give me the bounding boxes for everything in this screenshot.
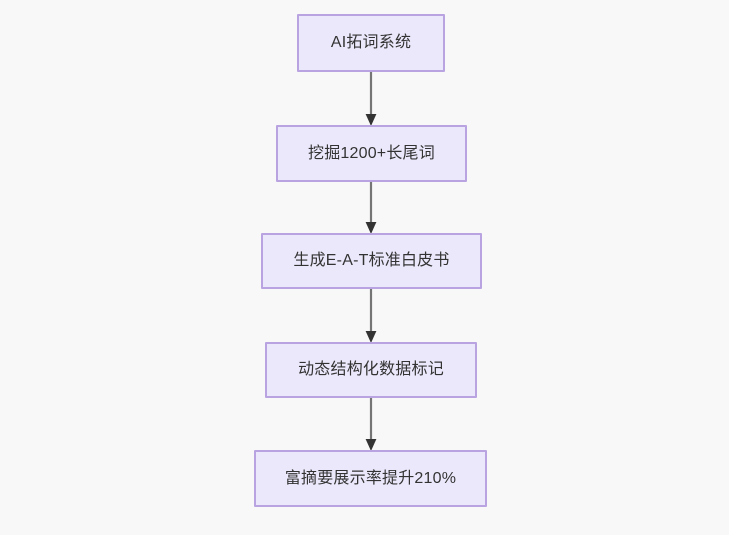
- flow-node-label: 挖掘1200+长尾词: [308, 144, 435, 162]
- flow-node-dynamic-structured-data-markup[interactable]: 动态结构化数据标记: [265, 342, 477, 398]
- flow-node-label: 动态结构化数据标记: [298, 361, 444, 379]
- flow-node-mine-longtail-keywords[interactable]: 挖掘1200+长尾词: [276, 125, 467, 182]
- flow-node-ai-keyword-system[interactable]: AI拓词系统: [297, 14, 445, 72]
- edge-n4-n5: [361, 396, 381, 453]
- flow-node-label: 生成E-A-T标准白皮书: [293, 252, 450, 270]
- flow-node-generate-eat-whitepaper[interactable]: 生成E-A-T标准白皮书: [261, 233, 482, 289]
- flow-node-label: AI拓词系统: [330, 34, 412, 52]
- flow-node-label: 富摘要展示率提升210%: [284, 469, 457, 487]
- edge-n3-n4: [361, 287, 381, 345]
- edge-n2-n3: [361, 180, 381, 236]
- flow-node-rich-snippet-impression-lift[interactable]: 富摘要展示率提升210%: [254, 450, 487, 507]
- edge-n1-n2: [361, 70, 381, 128]
